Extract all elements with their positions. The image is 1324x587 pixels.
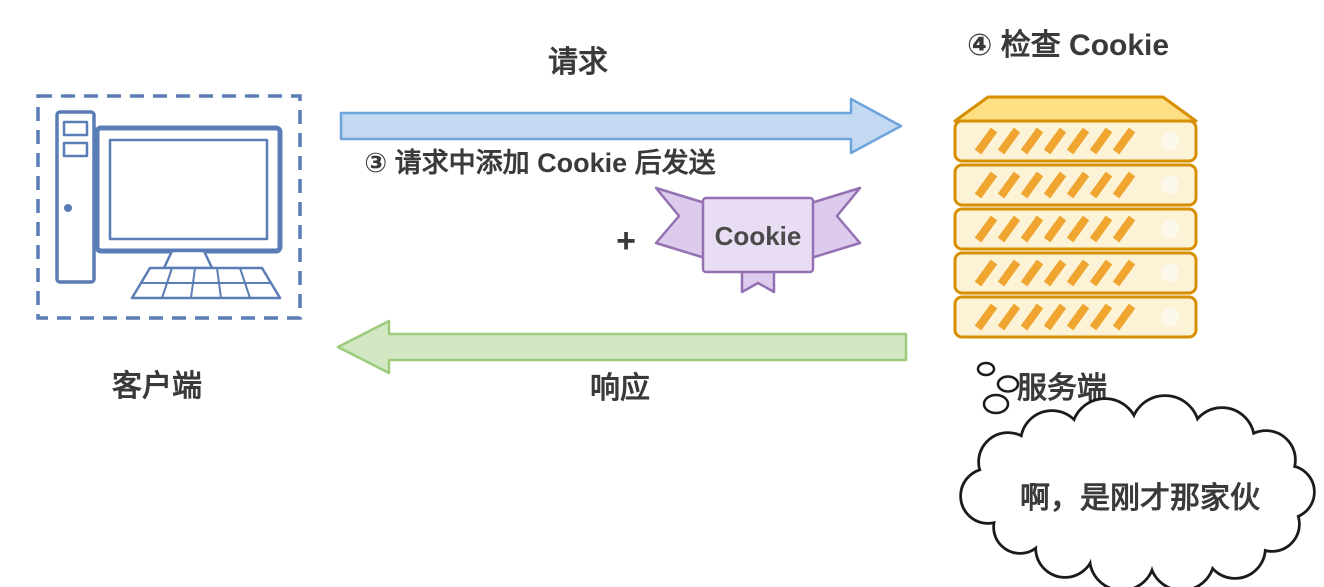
request-arrow — [339, 97, 903, 155]
keyboard-key-line — [216, 267, 222, 299]
ribbon-left-tail — [654, 186, 707, 260]
server-slab — [955, 121, 1196, 161]
response-arrow-label: 响应 — [590, 371, 650, 405]
server-slab — [955, 165, 1196, 205]
plus-sign: + — [616, 222, 636, 260]
cookie-ribbon: Cookie — [654, 186, 862, 294]
thought-dot — [996, 375, 1020, 393]
client-computer: 客户端 — [36, 94, 302, 403]
ribbon-right-tail — [809, 186, 862, 260]
thought-text: 啊，是刚才那家伙 — [1020, 482, 1261, 515]
keyboard-key-line — [239, 267, 251, 299]
tower-drive-bay — [62, 141, 89, 158]
thought-bubble: 啊，是刚才那家伙 — [962, 361, 1313, 587]
server-top-lid — [953, 95, 1198, 123]
thought-dot — [982, 393, 1010, 415]
response-arrow — [336, 319, 908, 375]
client-dashed-border — [36, 94, 302, 320]
request-arrow-label: 请求 — [548, 46, 608, 79]
thought-dot — [976, 361, 996, 377]
tower-drive-bay — [62, 120, 89, 137]
monitor-stand — [162, 249, 214, 270]
tower-power-button — [64, 204, 72, 212]
client-tower — [55, 110, 96, 284]
server-slab — [955, 253, 1196, 293]
server-slab — [955, 297, 1196, 337]
client-screen — [108, 138, 269, 241]
step4-label: ④ 检查 Cookie — [967, 28, 1169, 62]
cookie-label: Cookie — [715, 221, 802, 251]
server-stack — [953, 95, 1198, 337]
server-label: 服务端 — [1017, 372, 1107, 405]
step3-label: ③ 请求中添加 Cookie 后发送 — [364, 147, 715, 178]
keyboard-key-line — [190, 267, 196, 299]
keyboard-key-line — [161, 267, 173, 299]
server-slab — [955, 209, 1196, 249]
ribbon-center-panel — [701, 196, 815, 274]
ribbon-bottom-tab — [740, 268, 776, 294]
client-label: 客户端 — [112, 369, 202, 403]
